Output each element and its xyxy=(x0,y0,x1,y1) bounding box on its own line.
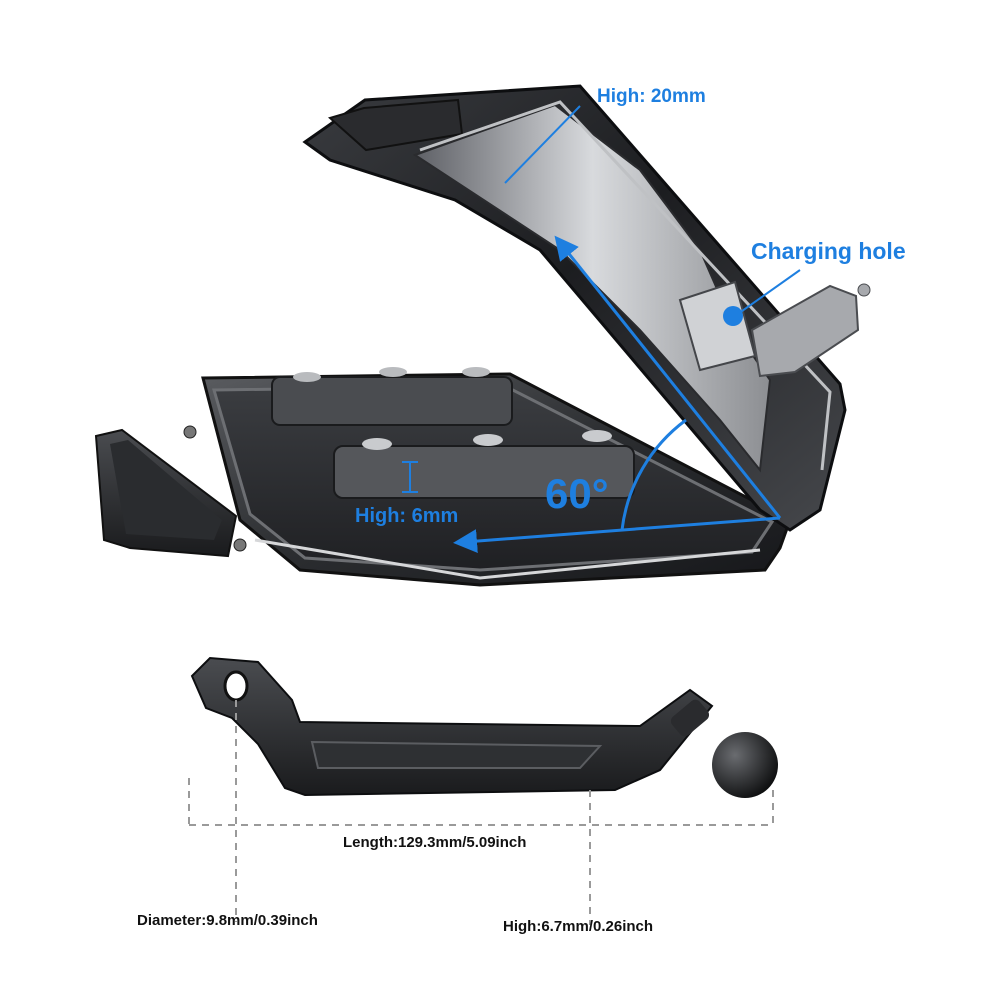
inner-holder-front xyxy=(333,430,635,499)
inner-height-label: High: 6mm xyxy=(355,505,459,527)
mount-hole xyxy=(223,670,249,702)
angle-indicator xyxy=(453,235,782,554)
blue-dot-icon xyxy=(723,306,743,326)
case-lid xyxy=(302,84,847,532)
bracket-length-label: Length:129.3mm/5.09inch xyxy=(343,834,527,851)
angle-arc-icon xyxy=(620,418,687,531)
mount-tab xyxy=(94,425,247,558)
hole-diameter-label: Diameter:9.8mm/0.39inch xyxy=(137,912,318,929)
bracket-dimensions xyxy=(188,700,774,925)
charging-hole-leader xyxy=(723,269,801,326)
charging-hole-label: Charging hole xyxy=(751,238,906,264)
inner-holder-rear xyxy=(271,367,513,426)
angle-label: 60° xyxy=(545,470,609,517)
lid-height-label: High: 20mm xyxy=(597,86,706,107)
dimension-lid-height xyxy=(504,105,581,184)
bracket-height-label: High:6.7mm/0.26inch xyxy=(503,918,654,935)
charging-flap xyxy=(678,280,871,378)
bracket-arm xyxy=(190,656,778,798)
ball-joint xyxy=(712,732,778,798)
